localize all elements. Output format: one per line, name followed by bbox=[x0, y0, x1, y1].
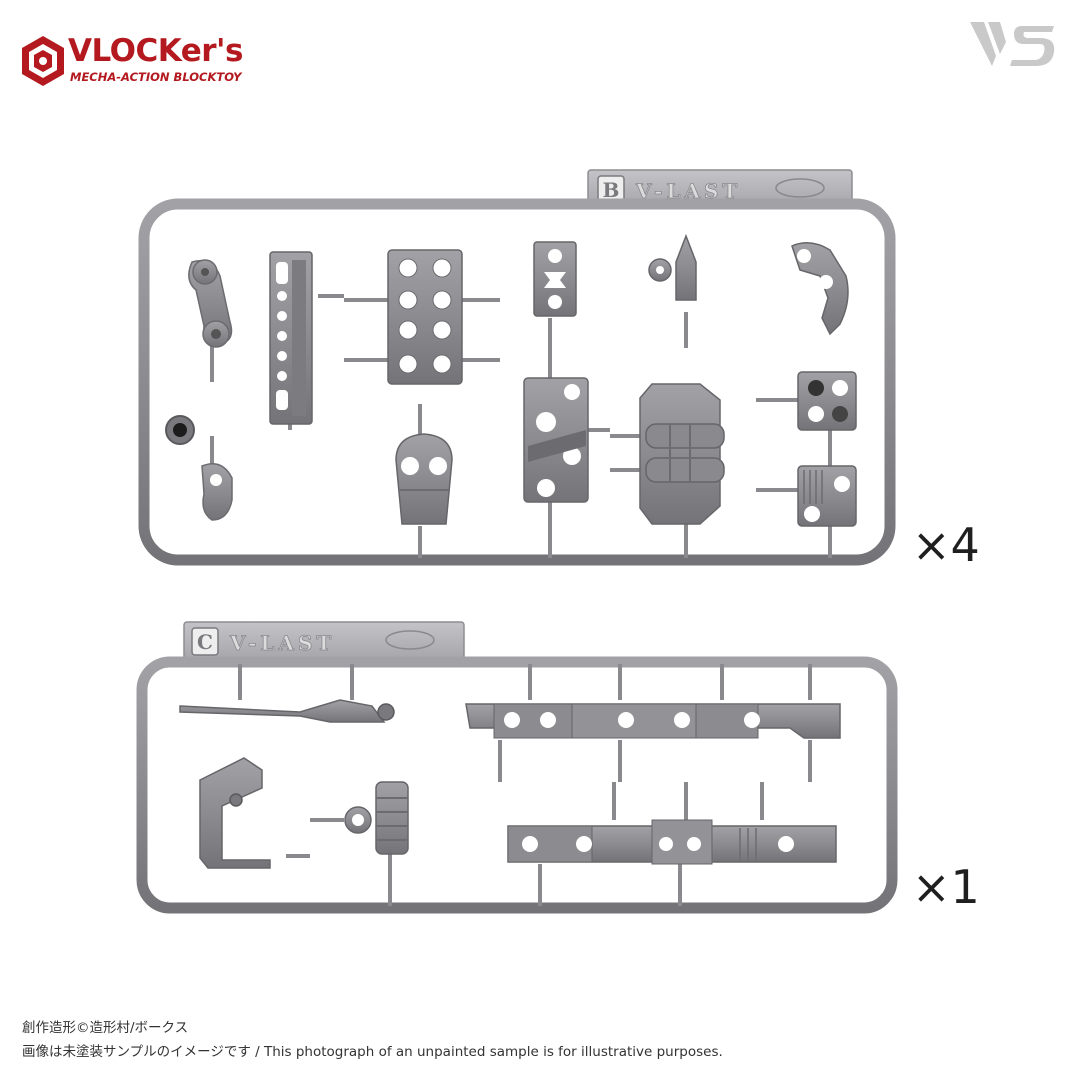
runner-b: B V-LAST bbox=[138, 169, 896, 566]
cylinder-part bbox=[639, 383, 725, 525]
hexagon-bolt-icon bbox=[22, 36, 64, 86]
runner-c-tag: C V-LAST bbox=[183, 621, 465, 661]
logo-title: VLOCKer's bbox=[68, 33, 243, 69]
runner-c: C V-LAST bbox=[136, 621, 898, 914]
vlockers-logo: VLOCKer's MECHA-ACTION BLOCKTOY bbox=[18, 34, 250, 92]
runner-c-multiplier: ×1 bbox=[912, 860, 980, 914]
credit-caption: 創作造形©造形村/ボークス bbox=[22, 1020, 189, 1036]
vs-maker-mark bbox=[970, 22, 1055, 66]
barrel-lower bbox=[507, 819, 837, 865]
logo-subtitle: MECHA-ACTION BLOCKTOY bbox=[70, 70, 242, 84]
disclaimer-caption: 画像は未塗装サンプルのイメージです / This photograph of a… bbox=[22, 1044, 723, 1060]
runner-b-letter: B bbox=[603, 178, 620, 202]
runner-photo: B V-LAST bbox=[136, 169, 898, 914]
runner-c-name: V-LAST bbox=[229, 631, 335, 655]
six-hole-block bbox=[387, 249, 463, 385]
joint-block bbox=[523, 377, 589, 503]
barrel-upper bbox=[465, 703, 841, 739]
runner-b-multiplier: ×4 bbox=[912, 518, 980, 572]
runner-c-letter: C bbox=[197, 630, 213, 654]
